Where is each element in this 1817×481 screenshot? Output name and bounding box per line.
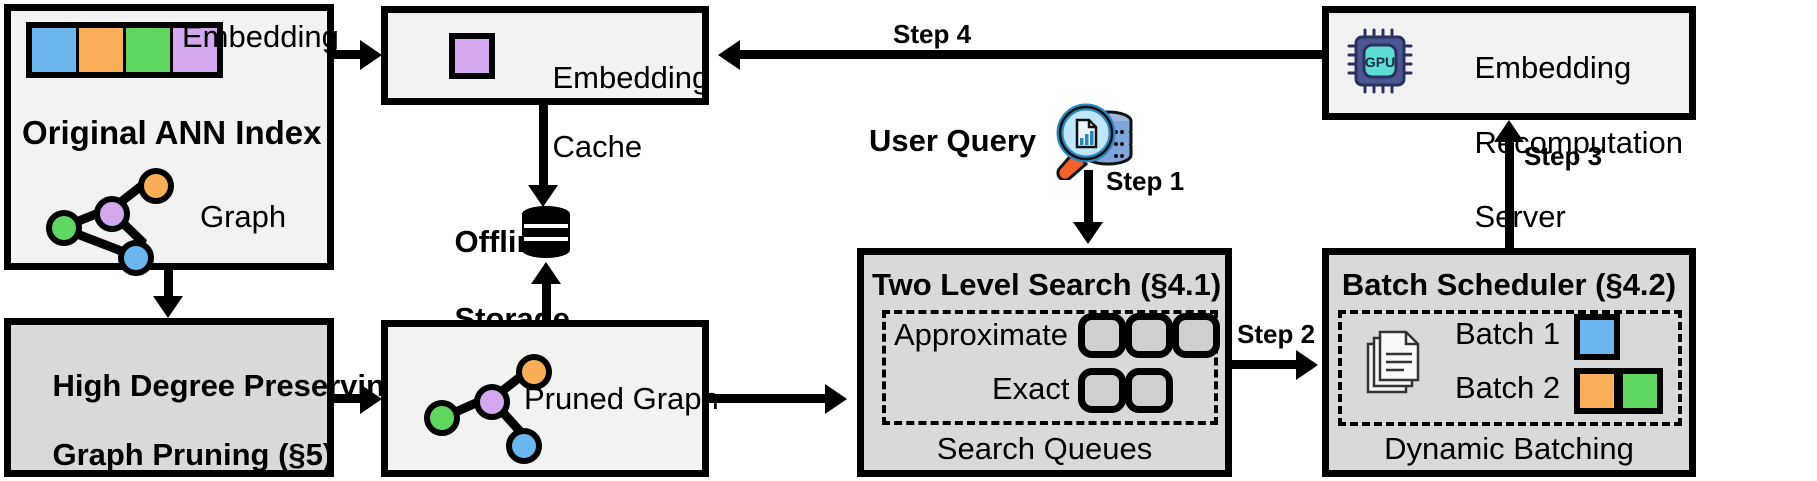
exact-slot	[1078, 368, 1126, 413]
embedding-cache-title: Embedding Cache	[518, 26, 709, 200]
embedding-cache-line2: Cache	[552, 129, 643, 165]
embedding-cell-blue	[32, 28, 79, 72]
arrow-index-to-pruning-line	[164, 270, 173, 298]
batch-1-chip-blue	[1574, 314, 1620, 360]
arrow-step2-head	[1296, 350, 1318, 380]
arrow-step3-line	[1505, 140, 1514, 248]
pruned-graph-widget	[420, 352, 560, 464]
step-1-label: Step 1	[1106, 166, 1185, 196]
arrow-index-to-cache-head	[360, 40, 382, 70]
graph-node-green	[424, 400, 460, 436]
dynamic-batching-caption: Dynamic Batching	[1384, 431, 1634, 466]
dynamic-batching-panel	[1338, 310, 1682, 426]
embedding-cell-green	[126, 28, 173, 72]
graph-label: Graph	[200, 199, 287, 234]
arrow-step2-line	[1232, 360, 1300, 369]
recomputation-server-title: Embedding Recomputation Server	[1440, 12, 1683, 272]
embedding-strip	[26, 22, 223, 78]
graph-node-orange	[138, 168, 174, 204]
arrow-pruned-to-search-head	[825, 384, 847, 414]
graph-node-orange	[516, 354, 552, 390]
arrow-step4-line	[740, 50, 1322, 59]
embedding-label: Embedding	[182, 19, 339, 54]
embedding-cache-chip	[449, 33, 495, 79]
arrow-cache-to-storage-head	[528, 185, 558, 207]
arrow-step1-head	[1073, 222, 1103, 244]
documents-stack-icon	[1366, 330, 1420, 394]
embedding-cache-box	[381, 6, 709, 105]
graph-node-blue	[118, 240, 154, 276]
arrow-pruning-to-pruned-head	[360, 384, 382, 414]
approximate-slot	[1125, 313, 1173, 358]
graph-node-blue	[506, 428, 542, 464]
embedding-cache-line1: Embedding	[552, 59, 710, 95]
exact-row-label: Exact	[992, 371, 1070, 406]
original-graph-widget	[40, 168, 180, 276]
batch-2-chip-green	[1617, 368, 1663, 414]
pruned-graph-label: Pruned Graph	[524, 381, 719, 416]
recomputation-server-line3: Server	[1474, 198, 1566, 234]
graph-pruning-title: High Degree Preserving Graph Pruning (§5…	[18, 334, 403, 481]
arrow-step1-line	[1084, 170, 1093, 224]
search-queues-caption: Search Queues	[936, 431, 1153, 466]
database-icon	[522, 206, 570, 258]
arrow-cache-to-storage-line	[539, 105, 548, 187]
approximate-slot	[1078, 313, 1126, 358]
step-3-label: Step 3	[1524, 141, 1603, 171]
graph-node-purple	[94, 196, 130, 232]
search-queues-panel	[882, 310, 1218, 425]
user-query-label: User Query	[869, 123, 1037, 158]
arrow-index-to-pruning-head	[153, 296, 183, 318]
two-level-search-title: Two Level Search (§4.1)	[872, 267, 1222, 302]
gpu-icon-text: GPU	[1365, 54, 1395, 70]
arrow-pruned-to-storage-head	[531, 262, 561, 284]
pruned-graph-box	[381, 320, 709, 477]
recomputation-server-line2: Recomputation	[1474, 124, 1683, 160]
arrow-step4-head	[718, 40, 740, 70]
batch-2-chip-orange	[1574, 368, 1620, 414]
arrow-index-to-cache-line	[334, 50, 364, 59]
recomputation-server-box	[1322, 6, 1696, 120]
graph-pruning-line2: Graph Pruning (§5)	[52, 437, 334, 473]
graph-pruning-box	[4, 318, 334, 477]
batch-scheduler-title: Batch Scheduler (§4.2)	[1341, 267, 1677, 302]
original-ann-index-title: Original ANN Index	[22, 114, 322, 151]
step-2-label: Step 2	[1237, 319, 1316, 349]
arrow-pruned-to-storage-line	[542, 282, 551, 322]
arrow-pruning-to-pruned-line	[334, 394, 364, 403]
gpu-chip-icon: GPU	[1347, 28, 1413, 94]
batch-2-label: Batch 2	[1455, 370, 1561, 405]
exact-slot	[1125, 368, 1173, 413]
arrow-step3-head	[1494, 120, 1524, 142]
recomputation-server-line1: Embedding	[1474, 50, 1632, 86]
step-4-label: Step 4	[893, 19, 972, 49]
graph-node-purple	[474, 384, 510, 420]
batch-1-label: Batch 1	[1455, 316, 1561, 351]
arrow-pruned-to-search-line	[709, 394, 829, 403]
approximate-row-label: Approximate	[894, 317, 1069, 352]
graph-node-green	[46, 210, 82, 246]
query-search-database-icon	[1056, 103, 1133, 180]
embedding-cell-orange	[79, 28, 126, 72]
two-level-search-box	[857, 248, 1232, 477]
approximate-slot	[1172, 313, 1220, 358]
embedding-cell-purple	[173, 28, 217, 72]
